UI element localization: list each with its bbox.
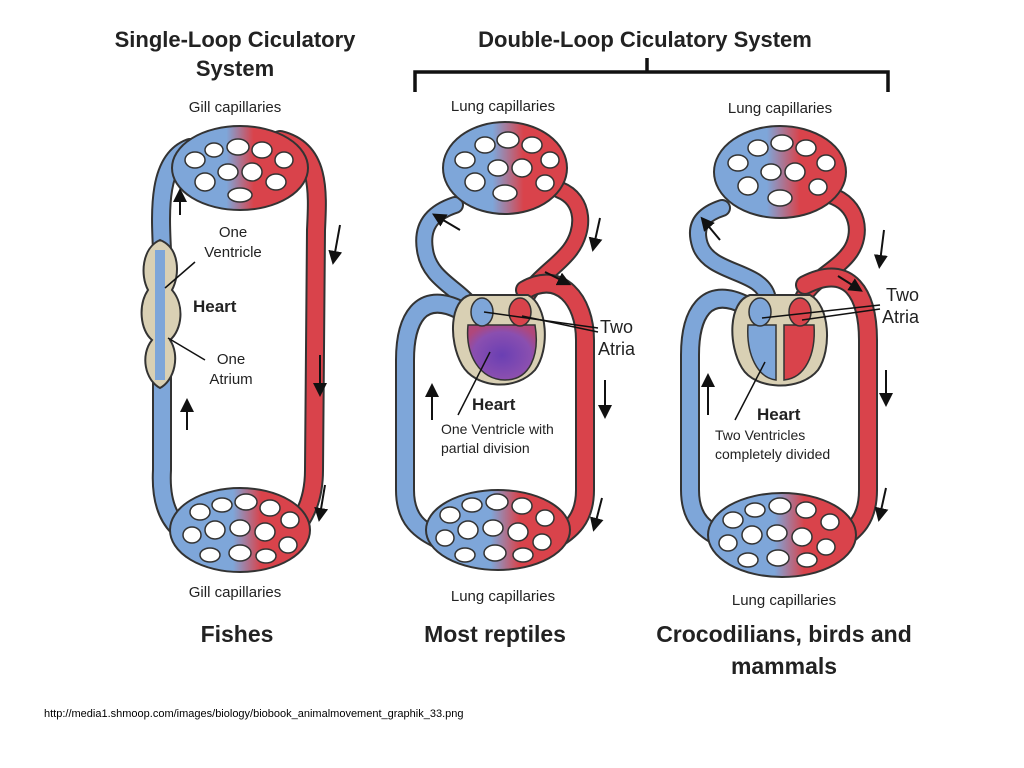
mammal-caption-line1: Crocodilians, birds and bbox=[656, 621, 912, 647]
reptile-flow-arrow bbox=[588, 217, 603, 252]
mammal-flow-arrow bbox=[837, 275, 863, 292]
mammal-flow-arrow bbox=[873, 229, 888, 269]
mammal-left-ventricle bbox=[783, 324, 815, 381]
fish-circulation-diagram: Gill capillaries Gill capillaries One Ve… bbox=[140, 99, 343, 647]
reptile-bottom-capillary-label: Lung capillaries bbox=[451, 588, 555, 605]
mammal-left-atrium bbox=[788, 297, 812, 327]
mammal-ventricles-label-line1: Two Ventricles bbox=[715, 427, 805, 443]
reptile-left-atrium bbox=[508, 297, 532, 327]
mammal-top-capillary-label: Lung capillaries bbox=[728, 100, 832, 117]
reptile-flow-arrow bbox=[544, 271, 572, 286]
mammal-bottom-capillary-label: Lung capillaries bbox=[732, 592, 836, 609]
reptile-atria-label-line2: Atria bbox=[598, 339, 636, 359]
mammal-atria-label-line2: Atria bbox=[882, 307, 920, 327]
mammal-atria-pointer bbox=[761, 304, 881, 319]
reptile-caption: Most reptiles bbox=[424, 621, 566, 647]
reptile-atria-pointer bbox=[521, 315, 599, 333]
reptile-ventricle bbox=[466, 324, 537, 381]
reptile-circulation-diagram: Lung capillaries Lung capillaries Two At… bbox=[395, 98, 636, 647]
source-url: http://media1.shmoop.com/images/biology/… bbox=[44, 708, 463, 720]
mammal-right-ventricle bbox=[747, 324, 777, 381]
reptile-atria-label-line1: Two bbox=[600, 317, 633, 337]
reptile-flow-arrow bbox=[431, 213, 461, 231]
double-loop-title: Double-Loop Ciculatory System bbox=[478, 27, 812, 52]
reptile-right-atrium bbox=[470, 297, 494, 327]
fish-ventricle-label-line1: One bbox=[219, 224, 247, 241]
fish-caption: Fishes bbox=[201, 621, 274, 647]
mammal-flow-arrow bbox=[874, 487, 889, 522]
fish-ventricle-pointer bbox=[164, 261, 196, 289]
double-loop-bracket bbox=[413, 58, 890, 92]
mammal-ventricles-label-line2: completely divided bbox=[715, 446, 830, 462]
mammal-atria-label-line1: Two bbox=[886, 285, 919, 305]
fish-bottom-capillary-label: Gill capillaries bbox=[189, 584, 282, 601]
fish-flow-arrow bbox=[328, 224, 343, 265]
fish-atrium-pointer bbox=[167, 337, 206, 361]
reptile-top-capillary-label: Lung capillaries bbox=[451, 98, 555, 115]
reptile-ventricle-label-line1: One Ventricle with bbox=[441, 421, 554, 437]
reptile-heart-label: Heart bbox=[472, 395, 516, 414]
mammal-heart-label: Heart bbox=[757, 405, 801, 424]
fish-top-capillary-label: Gill capillaries bbox=[189, 99, 282, 116]
mammal-ventricles-pointer bbox=[734, 361, 766, 421]
reptile-flow-arrow bbox=[589, 497, 604, 532]
single-loop-title-line1: Single-Loop Ciculatory bbox=[115, 27, 357, 52]
fish-ventricle-label-line2: Ventricle bbox=[204, 244, 262, 261]
single-loop-title-line2: System bbox=[196, 56, 274, 81]
mammal-right-atrium bbox=[748, 297, 772, 327]
reptile-ventricle-label-line2: partial division bbox=[441, 440, 530, 456]
mammal-flow-arrow bbox=[700, 216, 721, 241]
fish-heart-label: Heart bbox=[193, 297, 237, 316]
fish-atrium-label-line1: One bbox=[217, 351, 245, 368]
fish-flow-arrow bbox=[314, 484, 329, 522]
reptile-ventricle-pointer bbox=[457, 351, 491, 416]
mammal-caption-line2: mammals bbox=[731, 653, 837, 679]
mammal-atria-pointer bbox=[801, 308, 881, 321]
mammal-circulation-diagram: Lung capillaries Lung capillaries Two At… bbox=[656, 100, 920, 679]
fish-atrium-label-line2: Atrium bbox=[209, 371, 252, 388]
